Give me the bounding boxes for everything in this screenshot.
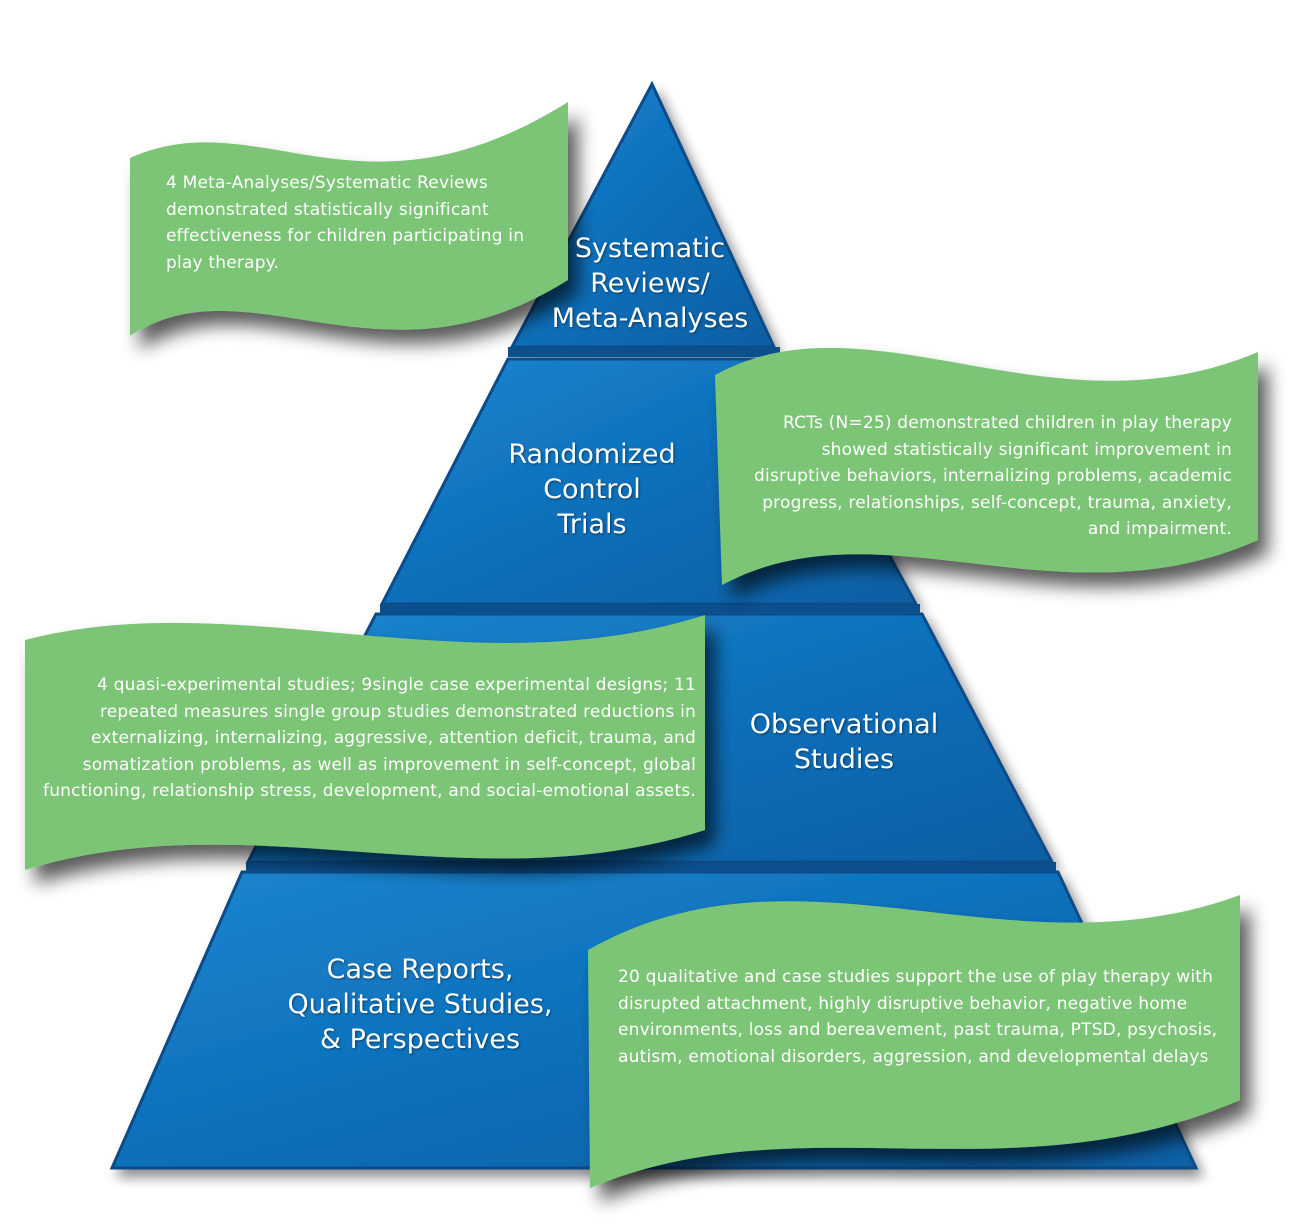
tier-label-systematic-reviews: Systematic Reviews/ Meta-Analyses [551, 233, 749, 334]
banner-4-shape [588, 895, 1240, 1188]
tier-separator [380, 604, 920, 614]
tier-separator [508, 347, 780, 357]
banner-text-meta-analyses: 4 Meta-Analyses/Systematic Reviews demon… [166, 173, 525, 273]
tier-separator [246, 862, 1056, 872]
tier-label-randomized-control-trials: Randomized Control Trials [508, 439, 676, 540]
banner-text-rcts: RCTs (N=25) demonstrated children in pla… [754, 413, 1232, 539]
tier-label-case-reports: Case Reports, Qualitative Studies, & Per… [287, 954, 553, 1055]
banner-text-case-studies: 20 qualitative and case studies support … [618, 967, 1218, 1067]
banner-2-shape [715, 347, 1258, 585]
banner-text-observational: 4 quasi-experimental studies; 9single ca… [43, 675, 696, 801]
banner-3-shape [25, 615, 705, 870]
tier-label-observational-studies: Observational Studies [749, 709, 939, 775]
banner-1-shape [130, 102, 568, 336]
